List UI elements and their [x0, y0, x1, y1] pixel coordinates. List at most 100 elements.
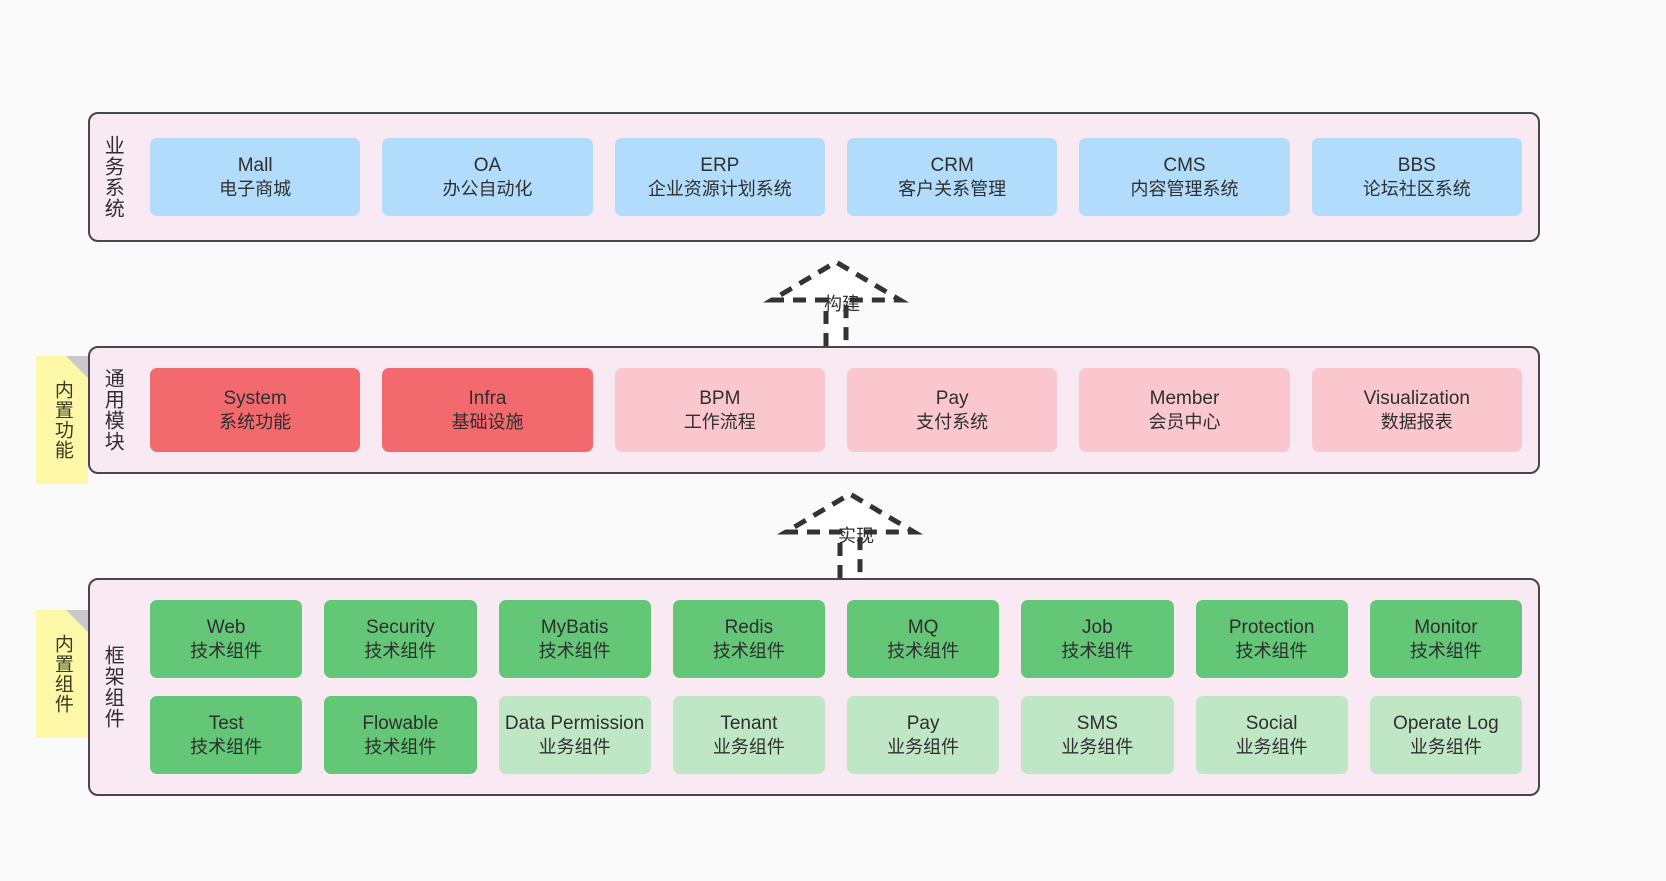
fold-corner-icon [66, 356, 88, 378]
node-cms[interactable]: CMS 内容管理系统 [1079, 138, 1290, 216]
node-visualization[interactable]: Visualization 数据报表 [1311, 368, 1522, 452]
node-system[interactable]: System 系统功能 [150, 368, 361, 452]
node-security[interactable]: Security 技术组件 [324, 600, 477, 678]
node-title: Operate Log [1393, 713, 1499, 735]
node-data-permission[interactable]: Data Permission 业务组件 [498, 696, 651, 774]
node-subtitle: 数据报表 [1380, 411, 1453, 432]
node-title: Monitor [1414, 617, 1478, 639]
node-subtitle: 业务组件 [1409, 736, 1482, 757]
node-title: Pay [935, 388, 969, 410]
node-subtitle: 业务组件 [1235, 736, 1308, 757]
tier-label-common-modules: 通用模块 [101, 368, 124, 452]
node-title: Infra [468, 388, 507, 410]
node-title: Visualization [1363, 388, 1470, 410]
tier-row: System 系统功能 Infra 基础设施 BPM 工作流程 Pay 支付系统… [150, 368, 1522, 452]
node-subtitle: 内容管理系统 [1130, 178, 1239, 199]
node-title: BPM [699, 388, 741, 410]
node-title: Member [1149, 388, 1220, 410]
node-member[interactable]: Member 会员中心 [1079, 368, 1290, 452]
tier-row: Web 技术组件 Security 技术组件 MyBatis 技术组件 Redi… [150, 600, 1522, 678]
node-job[interactable]: Job 技术组件 [1021, 600, 1174, 678]
tier-row: Mall 电子商城 OA 办公自动化 ERP 企业资源计划系统 CRM 客户关系… [150, 138, 1522, 216]
node-title: Protection [1228, 617, 1315, 639]
node-title: System [223, 388, 287, 410]
node-subtitle: 技术组件 [1235, 640, 1308, 661]
implement-arrow-glyph [776, 491, 924, 578]
build-arrow-glyph [762, 259, 910, 346]
tier-common-modules: 通用模块 System 系统功能 Infra 基础设施 BPM 工作流程 Pay… [88, 346, 1540, 474]
build-arrow: 构建 [756, 258, 916, 350]
implement-arrow: 实现 [770, 490, 930, 582]
node-mybatis[interactable]: MyBatis 技术组件 [498, 600, 651, 678]
node-subtitle: 技术组件 [712, 640, 785, 661]
node-subtitle: 技术组件 [887, 640, 960, 661]
sticky-note-builtin-components: 内置组件 [36, 610, 88, 738]
node-bpm[interactable]: BPM 工作流程 [614, 368, 825, 452]
node-title: Web [206, 617, 246, 639]
tier-body-framework-components: Web 技术组件 Security 技术组件 MyBatis 技术组件 Redi… [134, 580, 1538, 794]
node-title: OA [473, 155, 502, 177]
node-title: Social [1245, 713, 1298, 735]
node-web[interactable]: Web 技术组件 [150, 600, 303, 678]
tier-label-business-systems: 业务系统 [101, 135, 124, 219]
node-subtitle: 技术组件 [364, 736, 437, 757]
node-flowable[interactable]: Flowable 技术组件 [324, 696, 477, 774]
node-title: CMS [1163, 155, 1206, 177]
node-subtitle: 基础设施 [451, 411, 524, 432]
tier-framework-components: 框架组件 Web 技术组件 Security 技术组件 MyBatis 技术组件… [88, 578, 1540, 796]
node-social[interactable]: Social 业务组件 [1195, 696, 1348, 774]
node-subtitle: 业务组件 [538, 736, 611, 757]
node-tenant[interactable]: Tenant 业务组件 [672, 696, 825, 774]
node-title: CRM [930, 155, 974, 177]
node-subtitle: 技术组件 [1061, 640, 1134, 661]
node-subtitle: 技术组件 [1409, 640, 1482, 661]
node-pay[interactable]: Pay 支付系统 [846, 368, 1058, 452]
node-title: Data Permission [504, 713, 645, 735]
node-test[interactable]: Test 技术组件 [150, 696, 303, 774]
node-subtitle: 业务组件 [1061, 736, 1134, 757]
node-title: Test [208, 713, 244, 735]
node-crm[interactable]: CRM 客户关系管理 [846, 138, 1058, 216]
node-title: MyBatis [540, 617, 609, 639]
tier-body-common-modules: System 系统功能 Infra 基础设施 BPM 工作流程 Pay 支付系统… [134, 348, 1538, 472]
sticky-note-label: 内置组件 [51, 634, 73, 714]
node-subtitle: 支付系统 [916, 411, 989, 432]
node-subtitle: 论坛社区系统 [1362, 178, 1471, 199]
node-title: Security [366, 617, 435, 639]
sticky-note-label: 内置功能 [51, 380, 73, 460]
sticky-note-builtin-features: 内置功能 [36, 356, 88, 484]
node-subtitle: 工作流程 [683, 411, 756, 432]
node-protection[interactable]: Protection 技术组件 [1195, 600, 1348, 678]
node-title: Flowable [362, 713, 439, 735]
node-mq[interactable]: MQ 技术组件 [847, 600, 1000, 678]
node-bbs[interactable]: BBS 论坛社区系统 [1311, 138, 1522, 216]
node-title: Mall [237, 155, 273, 177]
node-pay-biz[interactable]: Pay 业务组件 [847, 696, 1000, 774]
node-title: Job [1082, 617, 1113, 639]
node-title: BBS [1397, 155, 1436, 177]
node-subtitle: 技术组件 [538, 640, 611, 661]
node-subtitle: 技术组件 [190, 736, 263, 757]
node-title: MQ [907, 617, 939, 639]
node-redis[interactable]: Redis 技术组件 [672, 600, 825, 678]
node-subtitle: 业务组件 [887, 736, 960, 757]
fold-corner-icon [66, 610, 88, 632]
node-subtitle: 技术组件 [190, 640, 263, 661]
node-subtitle: 办公自动化 [442, 178, 533, 199]
node-title: SMS [1076, 713, 1118, 735]
node-subtitle: 会员中心 [1148, 411, 1221, 432]
node-subtitle: 电子商城 [219, 178, 292, 199]
node-title: Tenant [720, 713, 778, 735]
node-operate-log[interactable]: Operate Log 业务组件 [1369, 696, 1522, 774]
build-arrow-label: 构建 [824, 294, 860, 314]
node-sms[interactable]: SMS 业务组件 [1021, 696, 1174, 774]
node-mall[interactable]: Mall 电子商城 [150, 138, 361, 216]
node-subtitle: 业务组件 [712, 736, 785, 757]
tier-label-framework-components: 框架组件 [101, 645, 124, 729]
tier-business-systems: 业务系统 Mall 电子商城 OA 办公自动化 ERP 企业资源计划系统 CRM… [88, 112, 1540, 242]
node-oa[interactable]: OA 办公自动化 [382, 138, 593, 216]
node-erp[interactable]: ERP 企业资源计划系统 [614, 138, 825, 216]
node-infra[interactable]: Infra 基础设施 [382, 368, 593, 452]
node-monitor[interactable]: Monitor 技术组件 [1369, 600, 1522, 678]
